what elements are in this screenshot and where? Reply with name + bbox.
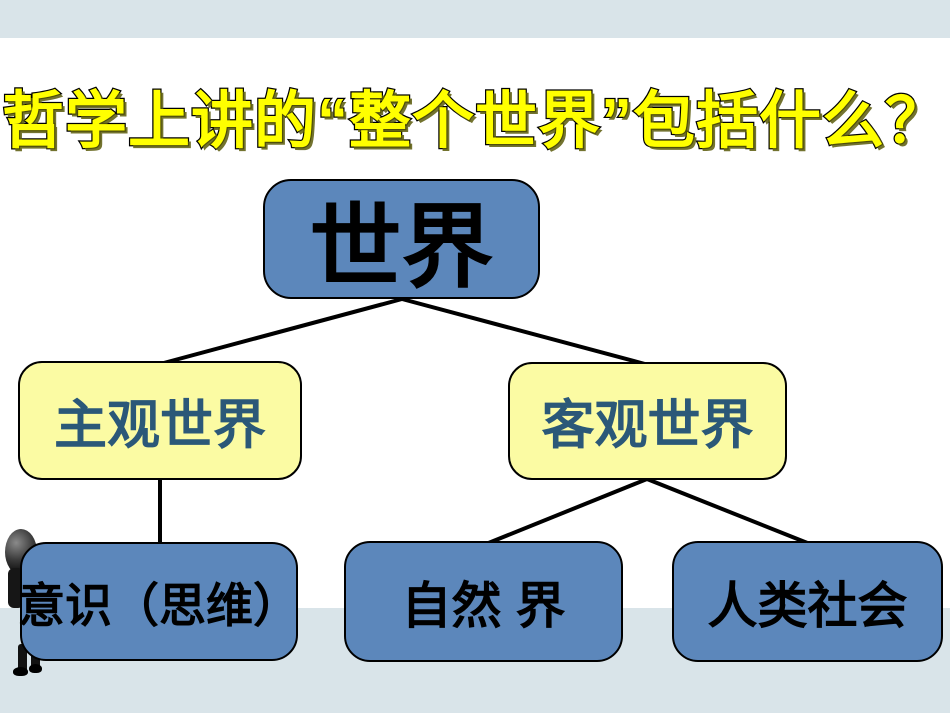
node-human-society: 人类社会 xyxy=(672,541,943,662)
person-foot-icon xyxy=(29,664,42,673)
node-world: 世界 xyxy=(263,179,540,299)
node-objective-world: 客观世界 xyxy=(508,362,787,480)
connector-objective-nature xyxy=(485,477,648,546)
top-band xyxy=(0,0,950,38)
connector-world-objective xyxy=(401,297,646,366)
node-subjective-world: 主观世界 xyxy=(18,361,302,480)
node-natural-world: 自然 界 xyxy=(344,541,623,662)
person-leg-icon xyxy=(18,644,27,672)
node-consciousness: 意识（思维） xyxy=(18,542,300,661)
connector-objective-society xyxy=(646,477,811,546)
connector-world-subjective xyxy=(159,297,403,366)
person-foot-icon xyxy=(13,667,28,676)
slide-title: 哲学上讲的“整个世界”包括什么？ xyxy=(1,86,949,158)
